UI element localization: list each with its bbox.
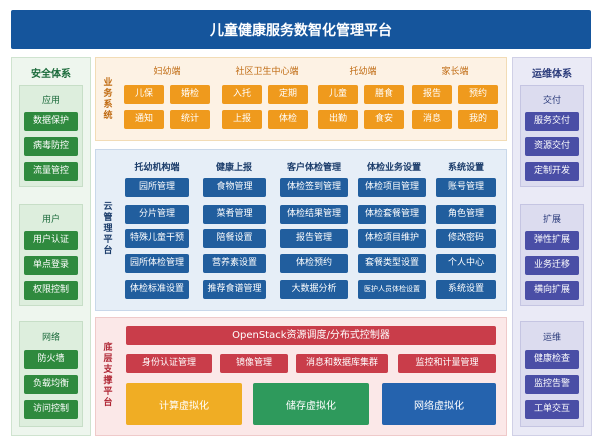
openstack-bar[interactable]: OpenStack资源调度/分布式控制器 — [126, 326, 496, 345]
ops-group-maintenance: 运维 健康检查 监控告警 工单交互 — [520, 321, 584, 427]
business-item[interactable]: 我的 — [458, 110, 498, 129]
group-title: 网络 — [41, 333, 60, 343]
business-item[interactable]: 儿保 — [124, 85, 164, 104]
cloud-item[interactable]: 体检套餐管理 — [358, 205, 426, 224]
business-item[interactable]: 儿童 — [318, 85, 358, 104]
business-item[interactable]: 膳食 — [364, 85, 404, 104]
cloud-item[interactable]: 修改密码 — [436, 229, 496, 248]
horizontal-scale-button[interactable]: 横向扩展 — [525, 281, 579, 300]
traffic-control-button[interactable]: 流量管控 — [24, 162, 78, 181]
cloud-item[interactable]: 角色管理 — [436, 205, 496, 224]
infrastructure-label: 底层支撑平台 — [103, 343, 113, 408]
cloud-item[interactable]: 营养素设置 — [203, 254, 266, 273]
business-system-section: 业务系统 妇幼端 儿保 婚检 通知 统计 社区卫生中心端 入托 定期 上报 体检… — [95, 57, 507, 141]
business-item[interactable]: 入托 — [222, 85, 262, 104]
ops-system-panel: 运维体系 交付 服务交付 资源交付 定制开发 扩展 弹性扩展 业务迁移 横向扩展… — [512, 57, 592, 436]
message-db-cluster-button[interactable]: 消息和数据库集群 — [296, 354, 388, 373]
platform-title: 儿童健康服务数智化管理平台 — [11, 10, 591, 49]
infrastructure-section: 底层支撑平台 OpenStack资源调度/分布式控制器 身份认证管理 镜像管理 … — [95, 317, 507, 436]
business-item[interactable]: 报告 — [412, 85, 452, 104]
cloud-item[interactable]: 医护人员体检设置 — [358, 280, 426, 299]
cloud-item[interactable]: 体检项目维护 — [358, 229, 426, 248]
cloud-item[interactable]: 套餐类型设置 — [358, 254, 426, 273]
elastic-scale-button[interactable]: 弹性扩展 — [525, 231, 579, 250]
cloud-item[interactable]: 特殊儿童干预 — [125, 229, 189, 248]
business-item[interactable]: 定期 — [268, 85, 308, 104]
cloud-item[interactable]: 菜肴管理 — [203, 205, 266, 224]
security-system-title: 安全体系 — [31, 69, 71, 80]
custom-dev-button[interactable]: 定制开发 — [525, 162, 579, 181]
column-title-customer-exam: 客户体检管理 — [286, 163, 341, 173]
security-group-network: 网络 防火墙 负载均衡 访问控制 — [19, 321, 83, 427]
column-title-maternal: 妇幼端 — [153, 67, 181, 77]
cloud-item[interactable]: 个人中心 — [436, 254, 496, 273]
cloud-item[interactable]: 系统设置 — [436, 280, 496, 299]
business-migration-button[interactable]: 业务迁移 — [525, 256, 579, 275]
ops-group-extension: 扩展 弹性扩展 业务迁移 横向扩展 — [520, 204, 584, 306]
permission-control-button[interactable]: 权限控制 — [24, 281, 78, 300]
column-title-nursery: 托幼端 — [349, 67, 377, 77]
business-item[interactable]: 消息 — [412, 110, 452, 129]
monitor-alarm-button[interactable]: 监控告警 — [525, 375, 579, 394]
column-title-health-report: 健康上报 — [215, 163, 252, 173]
business-item[interactable]: 上报 — [222, 110, 262, 129]
column-title-exam-settings: 体检业务设置 — [366, 163, 421, 173]
column-title-system-settings: 系统设置 — [447, 163, 484, 173]
cloud-item[interactable]: 推荐食谱管理 — [203, 280, 266, 299]
cloud-item[interactable]: 体检结果管理 — [280, 205, 348, 224]
firewall-button[interactable]: 防火墙 — [24, 350, 78, 369]
cloud-platform-section: 云管理平台 托幼机构端 园所管理 分片管理 特殊儿童干预 园所体检管理 体检标准… — [95, 149, 507, 311]
cloud-platform-label: 云管理平台 — [103, 202, 113, 256]
load-balance-button[interactable]: 负载均衡 — [24, 375, 78, 394]
cloud-item[interactable]: 园所管理 — [125, 178, 189, 197]
monitor-metering-button[interactable]: 监控和计量管理 — [398, 354, 496, 373]
group-title: 应用 — [41, 96, 60, 106]
security-group-application: 应用 数据保护 病毒防控 流量管控 — [19, 85, 83, 187]
cloud-item[interactable]: 账号管理 — [436, 178, 496, 197]
virus-control-button[interactable]: 病毒防控 — [24, 137, 78, 156]
business-item[interactable]: 食安 — [364, 110, 404, 129]
resource-delivery-button[interactable]: 资源交付 — [525, 137, 579, 156]
ticket-interaction-button[interactable]: 工单交互 — [525, 400, 579, 419]
business-item[interactable]: 出勤 — [318, 110, 358, 129]
ops-system-title: 运维体系 — [532, 69, 572, 80]
cloud-item[interactable]: 陪餐设置 — [203, 229, 266, 248]
security-system-panel: 安全体系 应用 数据保护 病毒防控 流量管控 用户 用户认证 单点登录 权限控制… — [11, 57, 91, 436]
service-delivery-button[interactable]: 服务交付 — [525, 112, 579, 131]
identity-auth-button[interactable]: 身份认证管理 — [126, 354, 212, 373]
cloud-item[interactable]: 体检签到管理 — [280, 178, 348, 197]
column-title-community: 社区卫生中心端 — [235, 67, 299, 77]
group-title: 交付 — [542, 96, 561, 106]
image-management-button[interactable]: 镜像管理 — [220, 354, 288, 373]
data-protection-button[interactable]: 数据保护 — [24, 112, 78, 131]
cloud-item[interactable]: 分片管理 — [125, 205, 189, 224]
group-title: 运维 — [542, 333, 561, 343]
business-item[interactable]: 统计 — [170, 110, 210, 129]
security-group-user: 用户 用户认证 单点登录 权限控制 — [19, 204, 83, 306]
cloud-item[interactable]: 体检预约 — [280, 254, 348, 273]
column-title-nursery-org: 托幼机构端 — [134, 163, 180, 173]
cloud-item[interactable]: 园所体检管理 — [125, 254, 189, 273]
compute-virtualization-box[interactable]: 计算虚拟化 — [126, 383, 242, 425]
cloud-item[interactable]: 食物管理 — [203, 178, 266, 197]
group-title: 扩展 — [542, 215, 561, 225]
ops-group-delivery: 交付 服务交付 资源交付 定制开发 — [520, 85, 584, 187]
network-virtualization-box[interactable]: 网络虚拟化 — [382, 383, 496, 425]
storage-virtualization-box[interactable]: 储存虚拟化 — [253, 383, 369, 425]
cloud-item[interactable]: 体检标准设置 — [125, 280, 189, 299]
column-title-parent: 家长端 — [441, 67, 469, 77]
business-item[interactable]: 婚检 — [170, 85, 210, 104]
access-control-button[interactable]: 访问控制 — [24, 400, 78, 419]
business-item[interactable]: 通知 — [124, 110, 164, 129]
business-item[interactable]: 体检 — [268, 110, 308, 129]
business-system-label: 业务系统 — [103, 78, 113, 121]
group-title: 用户 — [41, 215, 60, 225]
cloud-item[interactable]: 报告管理 — [280, 229, 348, 248]
sso-button[interactable]: 单点登录 — [24, 256, 78, 275]
business-item[interactable]: 预约 — [458, 85, 498, 104]
cloud-item[interactable]: 体检项目管理 — [358, 178, 426, 197]
health-check-button[interactable]: 健康检查 — [525, 350, 579, 369]
user-auth-button[interactable]: 用户认证 — [24, 231, 78, 250]
cloud-item[interactable]: 大数据分析 — [280, 280, 348, 299]
